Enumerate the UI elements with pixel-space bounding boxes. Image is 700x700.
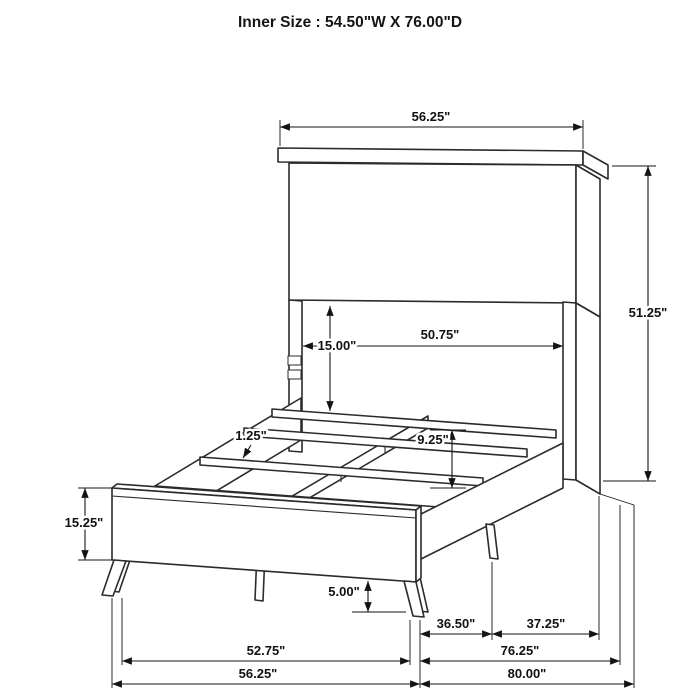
dim-span-rear: 36.50": [420, 614, 492, 638]
dim-headboard-height: 51.25": [626, 166, 670, 481]
dim-floor-clearance-label: 5.00": [328, 584, 359, 599]
dim-floor-clearance: 5.00": [326, 581, 372, 612]
rail-mid-leg: [485, 523, 499, 560]
dim-headboard-to-slat-label: 15.00": [318, 338, 357, 353]
headboard-right-leg-side: [575, 302, 601, 495]
dim-span-front: 37.25": [492, 614, 599, 638]
dim-span-front-label: 37.25": [527, 616, 566, 631]
dim-slat-thickness: 1.25": [233, 426, 269, 459]
slat-3: [243, 427, 528, 458]
dim-overall-depth-label: 80.00": [508, 666, 547, 681]
dim-inner-width-label: 50.75": [421, 327, 460, 342]
dim-footboard-leg-span: 52.75": [122, 641, 410, 665]
footboard-reveal-line: [111, 495, 417, 519]
dim-top-width-label: 56.25": [412, 109, 451, 124]
dim-overall-depth: 80.00": [420, 664, 634, 688]
footboard: [101, 483, 429, 618]
rail-bracket-detail: [287, 355, 302, 380]
footboard-front-left-leg: [101, 559, 127, 597]
dim-footboard-height-label: 15.25": [65, 515, 104, 530]
dim-rail-height-label: 9.25": [417, 432, 448, 447]
dim-span-rear-label: 36.50": [437, 616, 476, 631]
dim-headboard-to-slat: 15.00": [315, 306, 359, 411]
headboard-right-leg: [562, 301, 577, 481]
dim-footboard-height: 15.25": [62, 488, 106, 560]
dimension-annotations: 56.25" 51.25" 50.75" 15.00" 1.25" 9.25": [62, 107, 670, 688]
slat-4: [271, 408, 557, 439]
extension-lines: [78, 120, 656, 688]
dim-inner-depth: 76.25": [420, 641, 620, 665]
dim-footboard-width-label: 56.25": [239, 666, 278, 681]
footboard-right-side: [415, 505, 422, 583]
dim-inner-depth-label: 76.25": [501, 643, 540, 658]
headboard-panel-side: [575, 164, 601, 318]
footboard-front-right-leg: [403, 580, 425, 618]
dim-footboard-leg-span-label: 52.75": [247, 643, 286, 658]
dim-headboard-height-label: 51.25": [629, 305, 668, 320]
dim-rail-height: 9.25": [415, 430, 456, 488]
dim-footboard-width: 56.25": [112, 664, 420, 688]
headboard-cap-side: [582, 150, 609, 180]
dim-inner-width: 50.75": [303, 325, 563, 350]
headboard-panel: [288, 162, 577, 304]
dim-top-width: 56.25": [280, 107, 583, 131]
dim-slat-thickness-label: 1.25": [235, 428, 266, 443]
page-title: Inner Size : 54.50"W X 76.00"D: [238, 14, 462, 31]
